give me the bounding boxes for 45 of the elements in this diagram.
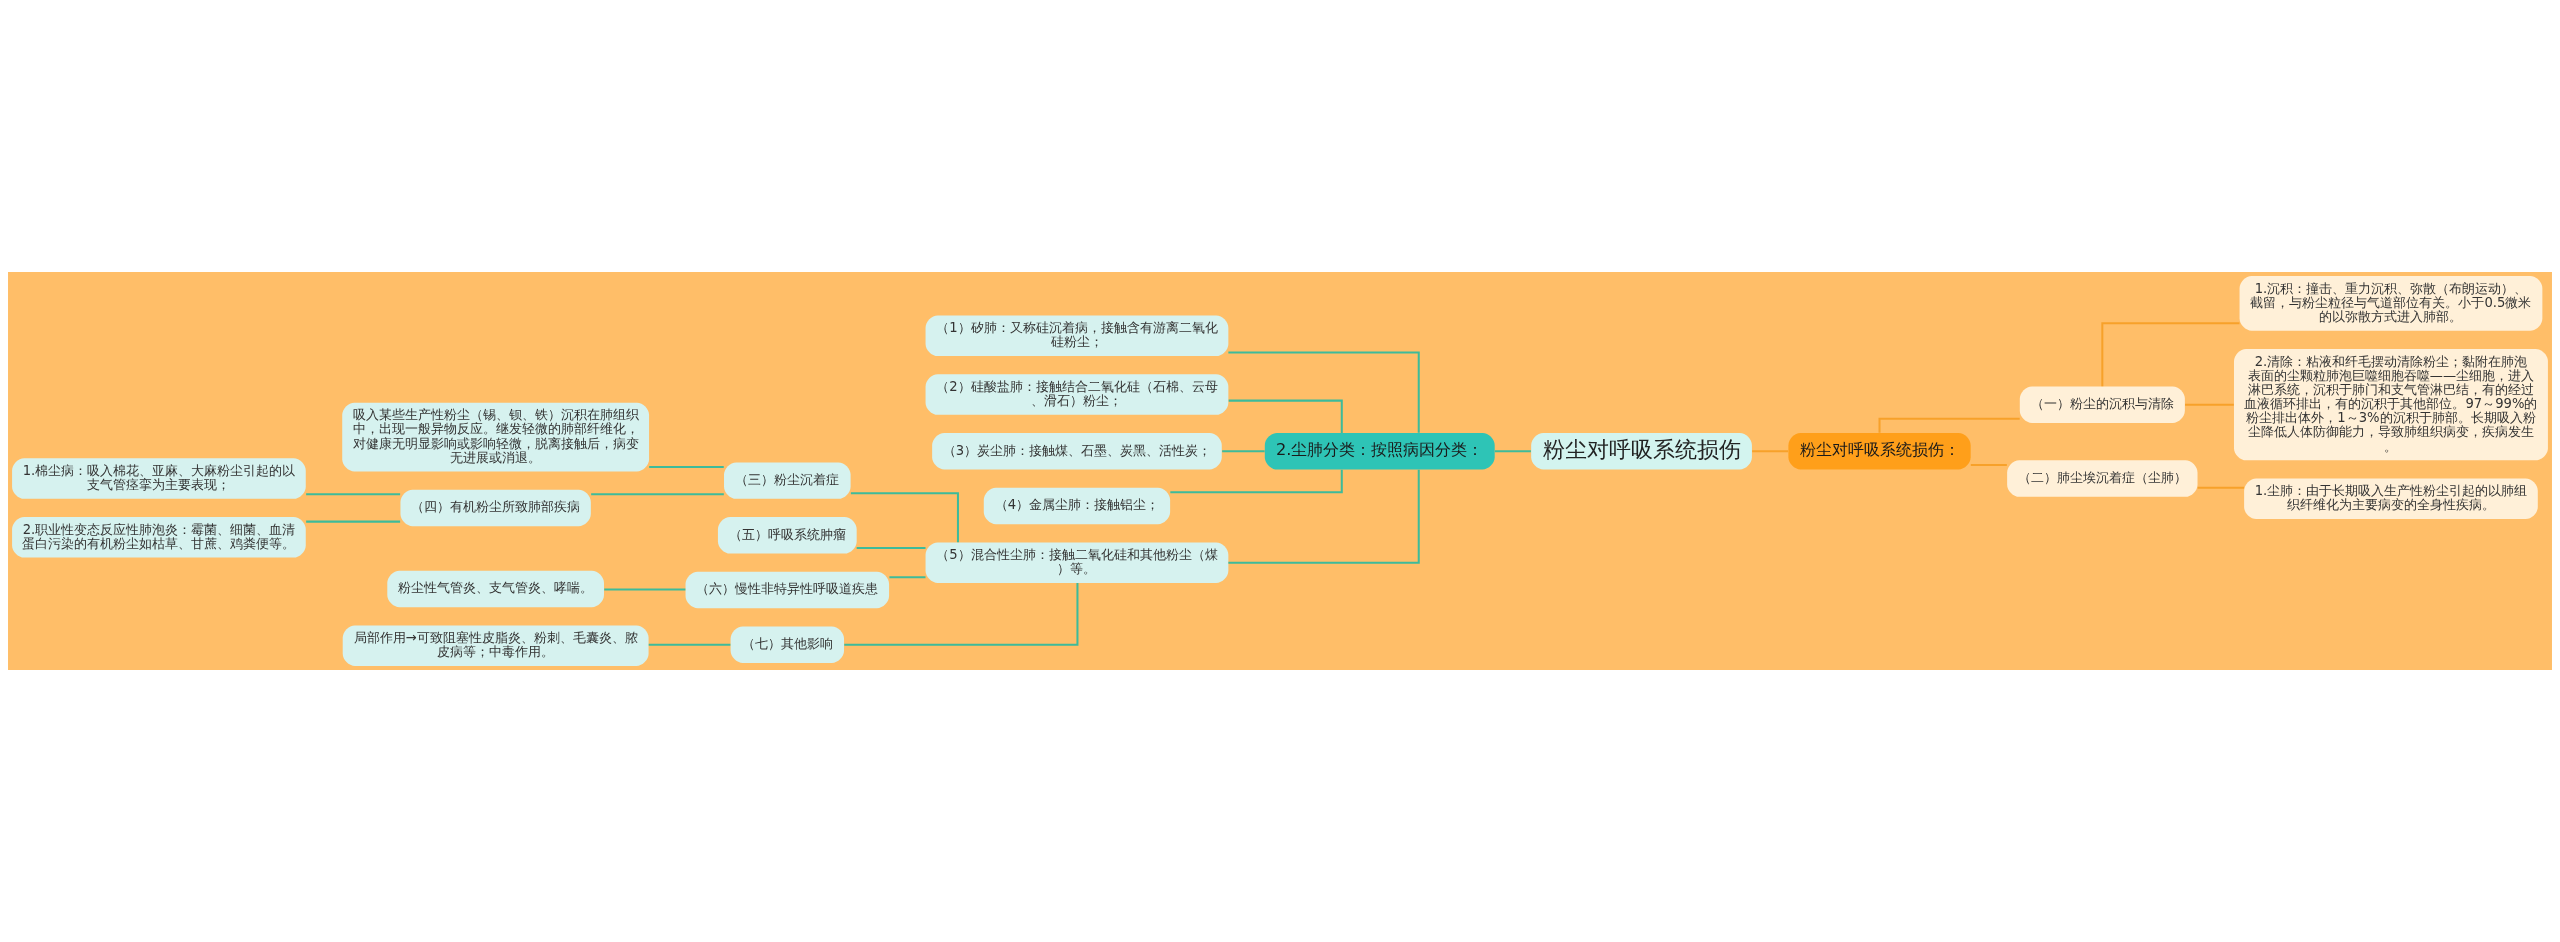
connector [1878,417,2020,433]
node-box: （一）粉尘的沉积与清除 [2019,386,2185,423]
node-box: 局部作用→可致阻塞性皮脂炎、粉刺、毛囊炎、脓皮病等；中毒作用。 [342,625,649,666]
connector [649,465,724,468]
node-box: （四）有机粉尘所致肺部疾病 [400,489,591,527]
node-box: （2）硅酸盐肺：接触结合二氧化硅（石棉、云母、滑石）粉尘； [925,374,1229,415]
node-box: 粉尘对呼吸系统损伤： [1788,433,1971,470]
connector [1228,351,1420,433]
connector [844,582,1079,646]
node-box: 2.尘肺分类：按照病因分类： [1264,433,1495,470]
connector [850,492,959,543]
node-box: 吸入某些生产性粉尘（锡、钡、铁）沉积在肺组织中，出现一般异物反应。继发轻微的肺部纤维化，对健康无明显影响或影响轻微，脱离接触后，病变无进展或消退。 [342,402,650,472]
node-box: （三）粉尘沉着症 [724,462,851,499]
node-box: （3）炭尘肺：接触煤、石墨、炭黑、活性炭； [932,433,1222,470]
node-box: （5）混合性尘肺：接触二氧化硅和其他粉尘（煤）等。 [925,542,1229,583]
connector [591,493,724,496]
connector [306,493,401,496]
connector [2101,322,2240,387]
node-box: （4）金属尘肺：接触铝尘； [983,487,1171,525]
node-box: 2.职业性变态反应性肺泡炎：霉菌、细菌、血清蛋白污染的有机粉尘如枯草、甘蔗、鸡粪便等。 [12,517,306,558]
connector [2185,403,2234,406]
connector [648,643,731,646]
connector [1970,463,2007,466]
node-box: 1.棉尘病：吸入棉花、亚麻、大麻粉尘引起的以支气管痉挛为主要表现； [12,458,306,499]
connector [1228,399,1343,433]
connector [1170,469,1343,494]
connector [856,546,926,549]
node-box: （五）呼吸系统肿瘤 [717,517,857,554]
node-box: （六）慢性非特异性呼吸道疾患 [685,571,890,609]
node-box: 粉尘对呼吸系统损伤 [1531,433,1752,470]
connector [1752,450,1789,453]
connector [2197,486,2245,489]
node-box: 粉尘性气管炎、支气管炎、哮喘。 [387,570,604,608]
node-box: （二）肺尘埃沉着症（尘肺） [2007,460,2198,497]
node-box: 1.尘肺：由于长期吸入生产性粉尘引起的以肺组织纤维化为主要病变的全身性疾病。 [2244,478,2538,520]
connector [1228,469,1420,564]
connector [889,576,926,579]
node-box: 2.清除：粘液和纤毛摆动清除粉尘；黏附在肺泡表面的尘颗粒肺泡巨噬细胞吞噬——尘细胞，进入淋巴系统，沉积于肺门和支气管淋巴结，有的经过血液循环排出，有的沉积于其他部位。97～99%的粉尘排出体外，1～3%的沉积于肺部。长期吸入粉尘降低人体防御能力，导致肺组织病变，疾病发生。 [2234,348,2548,461]
connector [1494,450,1531,453]
node-box: （1）矽肺：又称硅沉着病，接触含有游离二氧化硅粉尘； [925,315,1229,357]
node-box: （七）其他影响 [730,626,844,663]
node-box: 1.沉积：撞击、重力沉积、弥散（布朗运动）、截留，与粉尘粒径与气道部位有关。小于0.5微米的以弥散方式进入肺部。 [2239,276,2543,331]
connector [306,520,401,523]
connector [1222,450,1265,453]
connector [604,588,686,591]
